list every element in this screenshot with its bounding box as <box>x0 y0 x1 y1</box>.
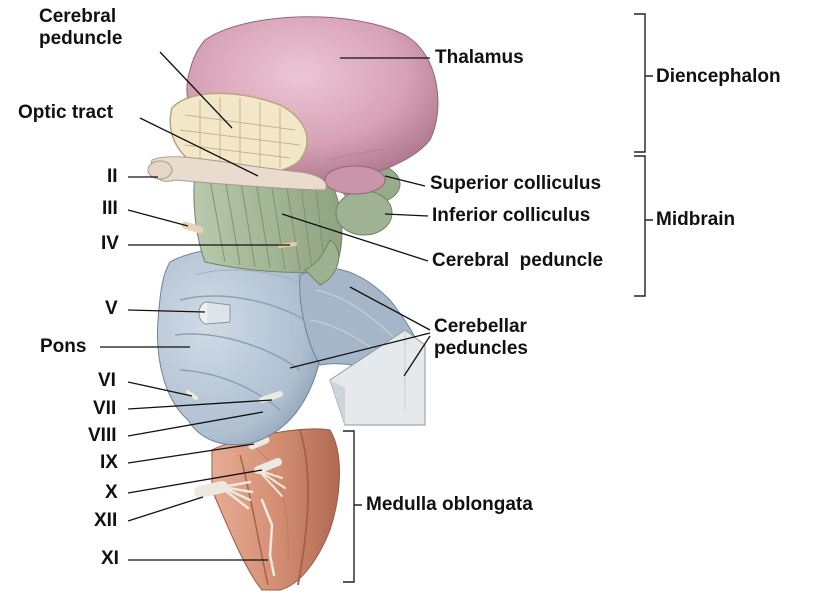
label-nerve-VII: VII <box>93 398 116 420</box>
leader-III <box>128 210 188 226</box>
diencephalon-bracket <box>634 14 653 152</box>
midbrain-bracket <box>634 156 653 296</box>
label-nerve-X: X <box>105 482 118 504</box>
label-thalamus: Thalamus <box>435 47 524 69</box>
label-cerebral-peduncle-top-line2: peduncle <box>39 28 122 50</box>
label-optic-tract: Optic tract <box>18 102 113 124</box>
medulla-shape <box>212 429 339 590</box>
label-nerve-II: II <box>107 166 118 188</box>
label-cerebral-peduncle-top-line1: Cerebral <box>39 6 122 28</box>
label-nerve-XII: XII <box>94 510 117 532</box>
label-nerve-XI: XI <box>101 548 119 570</box>
label-nerve-III: III <box>102 198 118 220</box>
label-medulla-oblongata: Medulla oblongata <box>366 494 533 516</box>
label-nerve-VIII: VIII <box>88 425 117 447</box>
label-superior-colliculus: Superior colliculus <box>430 173 601 195</box>
label-nerve-VI: VI <box>98 370 116 392</box>
label-cerebellar-peduncles: Cerebellar peduncles <box>434 316 528 360</box>
label-cerebral-peduncle: Cerebral peduncle <box>432 250 603 272</box>
label-cerebellar-peduncles-line2: peduncles <box>434 338 528 360</box>
label-nerve-IX: IX <box>100 452 118 474</box>
label-cerebral-peduncle-top: Cerebral peduncle <box>39 6 122 50</box>
label-cerebellar-peduncles-line1: Cerebellar <box>434 316 528 338</box>
label-diencephalon: Diencephalon <box>656 66 781 88</box>
medulla-bracket <box>343 431 362 582</box>
label-nerve-V: V <box>105 298 118 320</box>
label-midbrain: Midbrain <box>656 209 735 231</box>
label-nerve-IV: IV <box>101 233 119 255</box>
label-pons: Pons <box>40 336 86 358</box>
leader-XII <box>128 497 203 521</box>
label-inferior-colliculus: Inferior colliculus <box>432 205 590 227</box>
